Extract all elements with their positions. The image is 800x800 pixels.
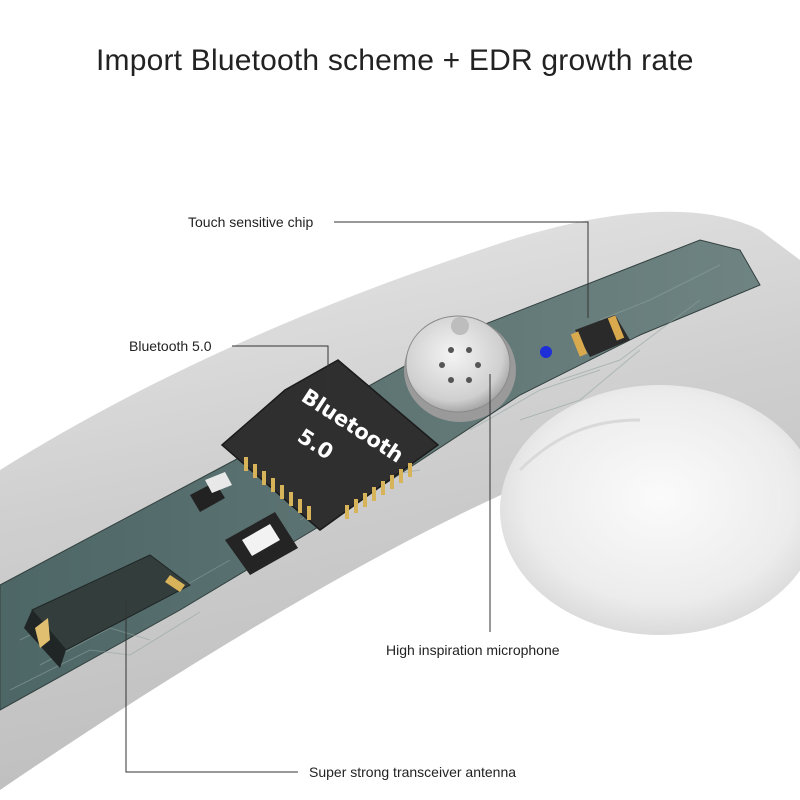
stem-shell (0, 211, 800, 791)
antenna-leader (125, 600, 298, 773)
smd-components (190, 472, 298, 575)
antenna-module (24, 554, 191, 668)
microphone-capsule (404, 315, 516, 422)
callout-lines (125, 221, 589, 773)
earbud-seam (518, 418, 641, 472)
bluetooth-label: Bluetooth 5.0 (129, 338, 212, 354)
chip-pins (244, 457, 412, 520)
microphone-label: High inspiration microphone (386, 642, 560, 658)
earbud-head (500, 385, 800, 635)
headline: Import Bluetooth scheme + EDR growth rat… (96, 44, 694, 77)
touch-chip (540, 315, 630, 358)
bluetooth-leader (232, 345, 329, 392)
touch-chip-leader (334, 221, 589, 318)
blue-led (540, 346, 552, 358)
touch-chip-label: Touch sensitive chip (188, 214, 314, 230)
bluetooth-chip: Bluetooth 5.0 (220, 359, 440, 531)
antenna-label: Super strong transceiver antenna (309, 764, 517, 780)
